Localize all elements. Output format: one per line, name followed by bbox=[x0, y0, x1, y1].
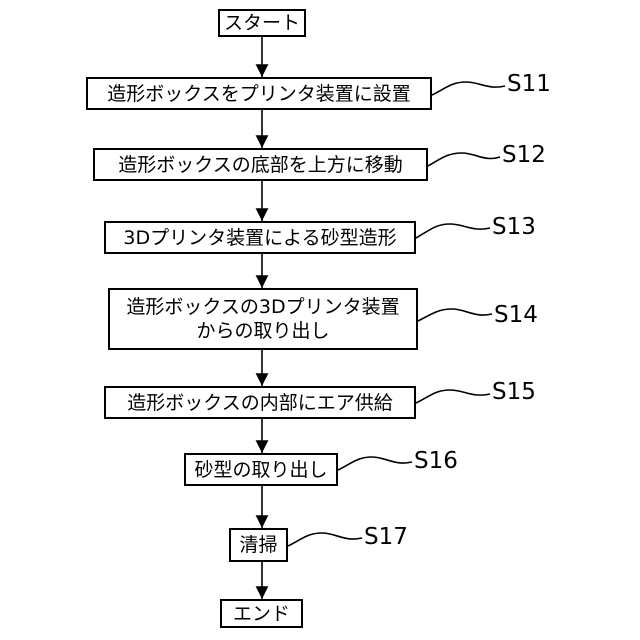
step-text-s15: 造形ボックスの内部にエア供給 bbox=[127, 391, 392, 415]
step-text-s13: 3Dプリンタ装置による砂型造形 bbox=[123, 226, 396, 250]
leader-s15 bbox=[416, 390, 490, 403]
step-box-s17: 清掃 bbox=[229, 528, 288, 562]
step-label-s16: S16 bbox=[414, 448, 458, 474]
step-label-s15: S15 bbox=[492, 379, 536, 405]
leader-s13 bbox=[416, 224, 490, 238]
step-box-s11: 造形ボックスをプリンタ装置に設置 bbox=[86, 77, 432, 110]
leader-s14 bbox=[418, 309, 492, 321]
step-text-s17: 清掃 bbox=[239, 533, 277, 557]
step-text-s11: 造形ボックスをプリンタ装置に設置 bbox=[107, 82, 410, 106]
end-label: エンド bbox=[233, 602, 290, 626]
start-terminal: スタート bbox=[218, 9, 306, 37]
step-label-s12: S12 bbox=[502, 142, 546, 168]
step-text-s14-line1: 造形ボックスの3Dプリンタ装置 bbox=[126, 295, 399, 319]
step-label-s13: S13 bbox=[492, 214, 536, 240]
step-text-s12: 造形ボックスの底部を上方に移動 bbox=[118, 153, 402, 177]
step-text-s14-line2: からの取り出し bbox=[196, 319, 329, 343]
step-box-s15: 造形ボックスの内部にエア供給 bbox=[104, 386, 416, 419]
leader-s17 bbox=[288, 533, 362, 546]
step-label-s11: S11 bbox=[507, 71, 551, 97]
step-label-s17: S17 bbox=[364, 524, 408, 550]
leader-s12 bbox=[428, 153, 500, 166]
step-label-s14: S14 bbox=[494, 302, 538, 328]
leader-s16 bbox=[338, 457, 412, 470]
start-label: スタート bbox=[224, 11, 300, 35]
step-box-s13: 3Dプリンタ装置による砂型造形 bbox=[104, 221, 416, 254]
leader-s11 bbox=[432, 82, 505, 95]
step-box-s14: 造形ボックスの3Dプリンタ装置 からの取り出し bbox=[108, 288, 418, 350]
step-text-s16: 砂型の取り出し bbox=[194, 458, 327, 482]
step-box-s16: 砂型の取り出し bbox=[184, 453, 338, 486]
step-box-s12: 造形ボックスの底部を上方に移動 bbox=[93, 148, 428, 181]
end-terminal: エンド bbox=[220, 599, 303, 628]
